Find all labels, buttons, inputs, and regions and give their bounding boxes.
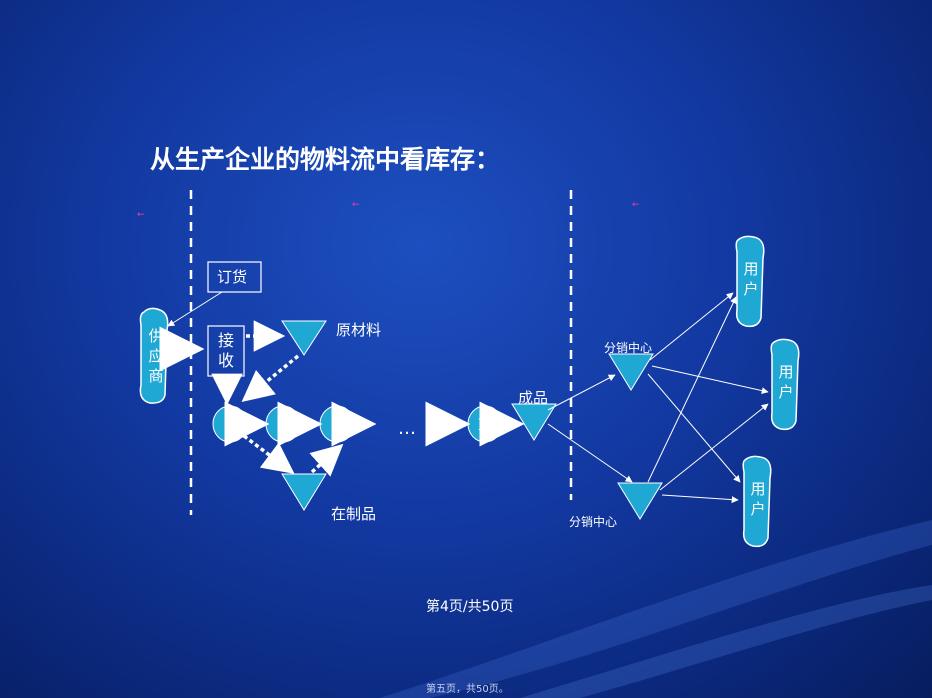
order-box xyxy=(207,261,262,293)
dist-center-2-label: 分销中心 xyxy=(569,515,618,529)
step-n-label: N xyxy=(478,415,492,434)
wip-label: 在制品 xyxy=(331,505,377,523)
dist-center-1-label: 分销中心 xyxy=(604,341,653,355)
raw-material-label: 原材料 xyxy=(336,321,382,339)
footer-note: 第五页，共50页。 xyxy=(426,684,509,695)
user-3-label: 用户 xyxy=(750,480,766,518)
finished-to-dc2-arrow xyxy=(547,423,633,483)
dist-center-2-triangle xyxy=(617,482,663,520)
wip-to-step3-arrow xyxy=(309,443,344,477)
marker: ← xyxy=(632,200,640,210)
marker: ← xyxy=(137,210,145,220)
raw-to-step1-arrow xyxy=(241,354,300,402)
finished-goods-triangle xyxy=(511,403,557,441)
dc1-to-user3-arrow xyxy=(647,373,741,483)
ellipsis-label: … xyxy=(398,418,419,439)
user-2-label: 用户 xyxy=(778,363,794,401)
receive-label: 接收 xyxy=(217,331,234,370)
step1-to-wip-arrow xyxy=(242,434,295,474)
order-label: 订货 xyxy=(217,268,248,286)
finished-goods-label: 成品 xyxy=(518,389,549,407)
order-to-supplier-arrow xyxy=(167,291,223,327)
wip-triangle xyxy=(281,473,327,511)
raw-material-triangle xyxy=(281,320,327,356)
dc1-to-user1-arrow xyxy=(649,292,734,361)
dc1-to-user2-arrow xyxy=(651,365,769,395)
user-3-shape xyxy=(742,455,772,548)
supplier-label: 供应商 xyxy=(148,327,164,385)
dc2-to-user2-arrow xyxy=(659,403,769,491)
slide-title: 从生产企业的物料流中看库存： xyxy=(150,145,501,174)
marker: ← xyxy=(352,200,360,210)
step-3-label: 3 xyxy=(332,415,342,434)
user-1-shape xyxy=(735,235,765,328)
user-1-label: 用户 xyxy=(743,260,759,298)
finished-to-dc1-arrow xyxy=(547,374,616,411)
dc2-to-user3-arrow xyxy=(661,494,739,504)
step-2-label: 2 xyxy=(278,415,288,434)
step-1-label: 1 xyxy=(225,415,235,434)
user-2-shape xyxy=(770,338,800,431)
dist-center-1-triangle xyxy=(608,353,654,391)
dc2-to-user1-arrow xyxy=(647,296,737,483)
page-indicator: 第4页/共50页 xyxy=(426,599,514,615)
